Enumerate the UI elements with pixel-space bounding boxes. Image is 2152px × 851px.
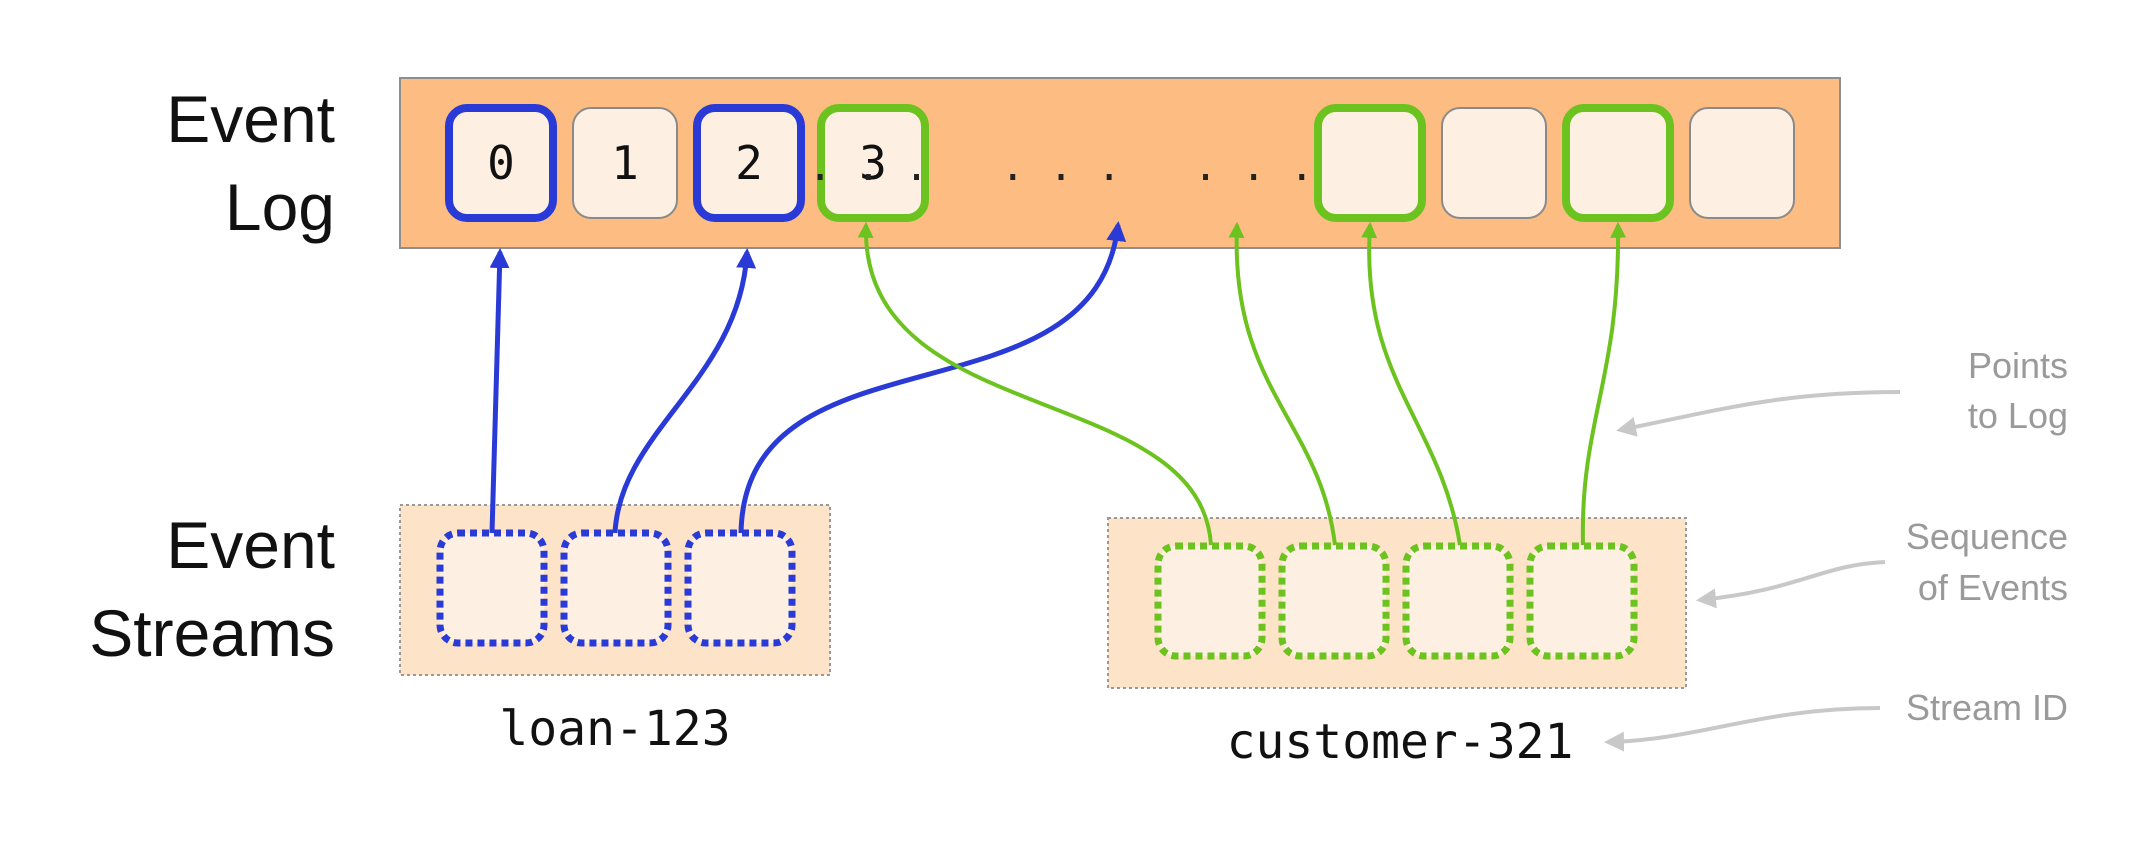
log-cell-5 xyxy=(1441,107,1547,219)
annotation-points-line2: to Log xyxy=(1968,395,2068,436)
green-connectors xyxy=(857,221,1627,546)
stream-event-1-0 xyxy=(1154,542,1266,660)
log-ellipsis: . . . . . . . . . xyxy=(808,144,1314,190)
blue-connectors xyxy=(489,221,1127,534)
stream-event-1-1 xyxy=(1278,542,1390,660)
event-log-label-line1: Event xyxy=(166,82,335,156)
event-log-label-line2: Log xyxy=(225,170,335,244)
blue-arrow-0 xyxy=(489,248,510,534)
blue-arrow-ellipsis xyxy=(738,221,1127,534)
log-cell-label-1: 1 xyxy=(611,136,639,190)
event-log-cells: 0 1 2 3 xyxy=(445,104,1795,222)
annotation-arrow-points xyxy=(1616,390,1901,437)
green-arrow-log-7 xyxy=(1580,221,1627,546)
annotation-sequence-line1: Sequence xyxy=(1906,516,2068,557)
annotation-stream-id: Stream ID xyxy=(1906,687,2068,728)
log-cell-label-3: 3 xyxy=(859,136,887,190)
log-cell-label-0: 0 xyxy=(487,136,515,190)
green-arrow-ellipsis xyxy=(1228,221,1337,546)
annotation-arrow-sequence xyxy=(1696,560,1886,609)
stream-events xyxy=(436,529,1638,660)
stream-id-loan: loan-123 xyxy=(499,701,730,757)
log-cell-1 xyxy=(572,107,678,219)
log-cell-label-2: 2 xyxy=(735,136,763,190)
event-streams-label-line2: Streams xyxy=(89,596,335,670)
stream-event-1-3 xyxy=(1526,542,1638,660)
log-cell-6 xyxy=(1562,104,1674,222)
log-cell-3 xyxy=(817,104,929,222)
log-cell-7 xyxy=(1689,107,1795,219)
stream-event-0-2 xyxy=(684,529,796,647)
stream-id-customer: customer-321 xyxy=(1227,714,1574,770)
annotation-points-line1: Points xyxy=(1968,345,2068,386)
stream-event-1-2 xyxy=(1402,542,1514,660)
green-arrow-3 xyxy=(857,221,1213,546)
annotation-sequence-line2: of Events xyxy=(1918,567,2068,608)
log-cell-2 xyxy=(693,104,805,222)
stream-event-0-1 xyxy=(560,529,672,647)
event-streams-label-line1: Event xyxy=(166,508,335,582)
green-arrow-log-5 xyxy=(1361,221,1462,546)
blue-arrow-2 xyxy=(612,248,757,534)
log-cell-4 xyxy=(1314,104,1426,222)
annotation-arrow-stream-id xyxy=(1604,706,1881,752)
stream-event-0-0 xyxy=(436,529,548,647)
log-cell-0 xyxy=(445,104,557,222)
